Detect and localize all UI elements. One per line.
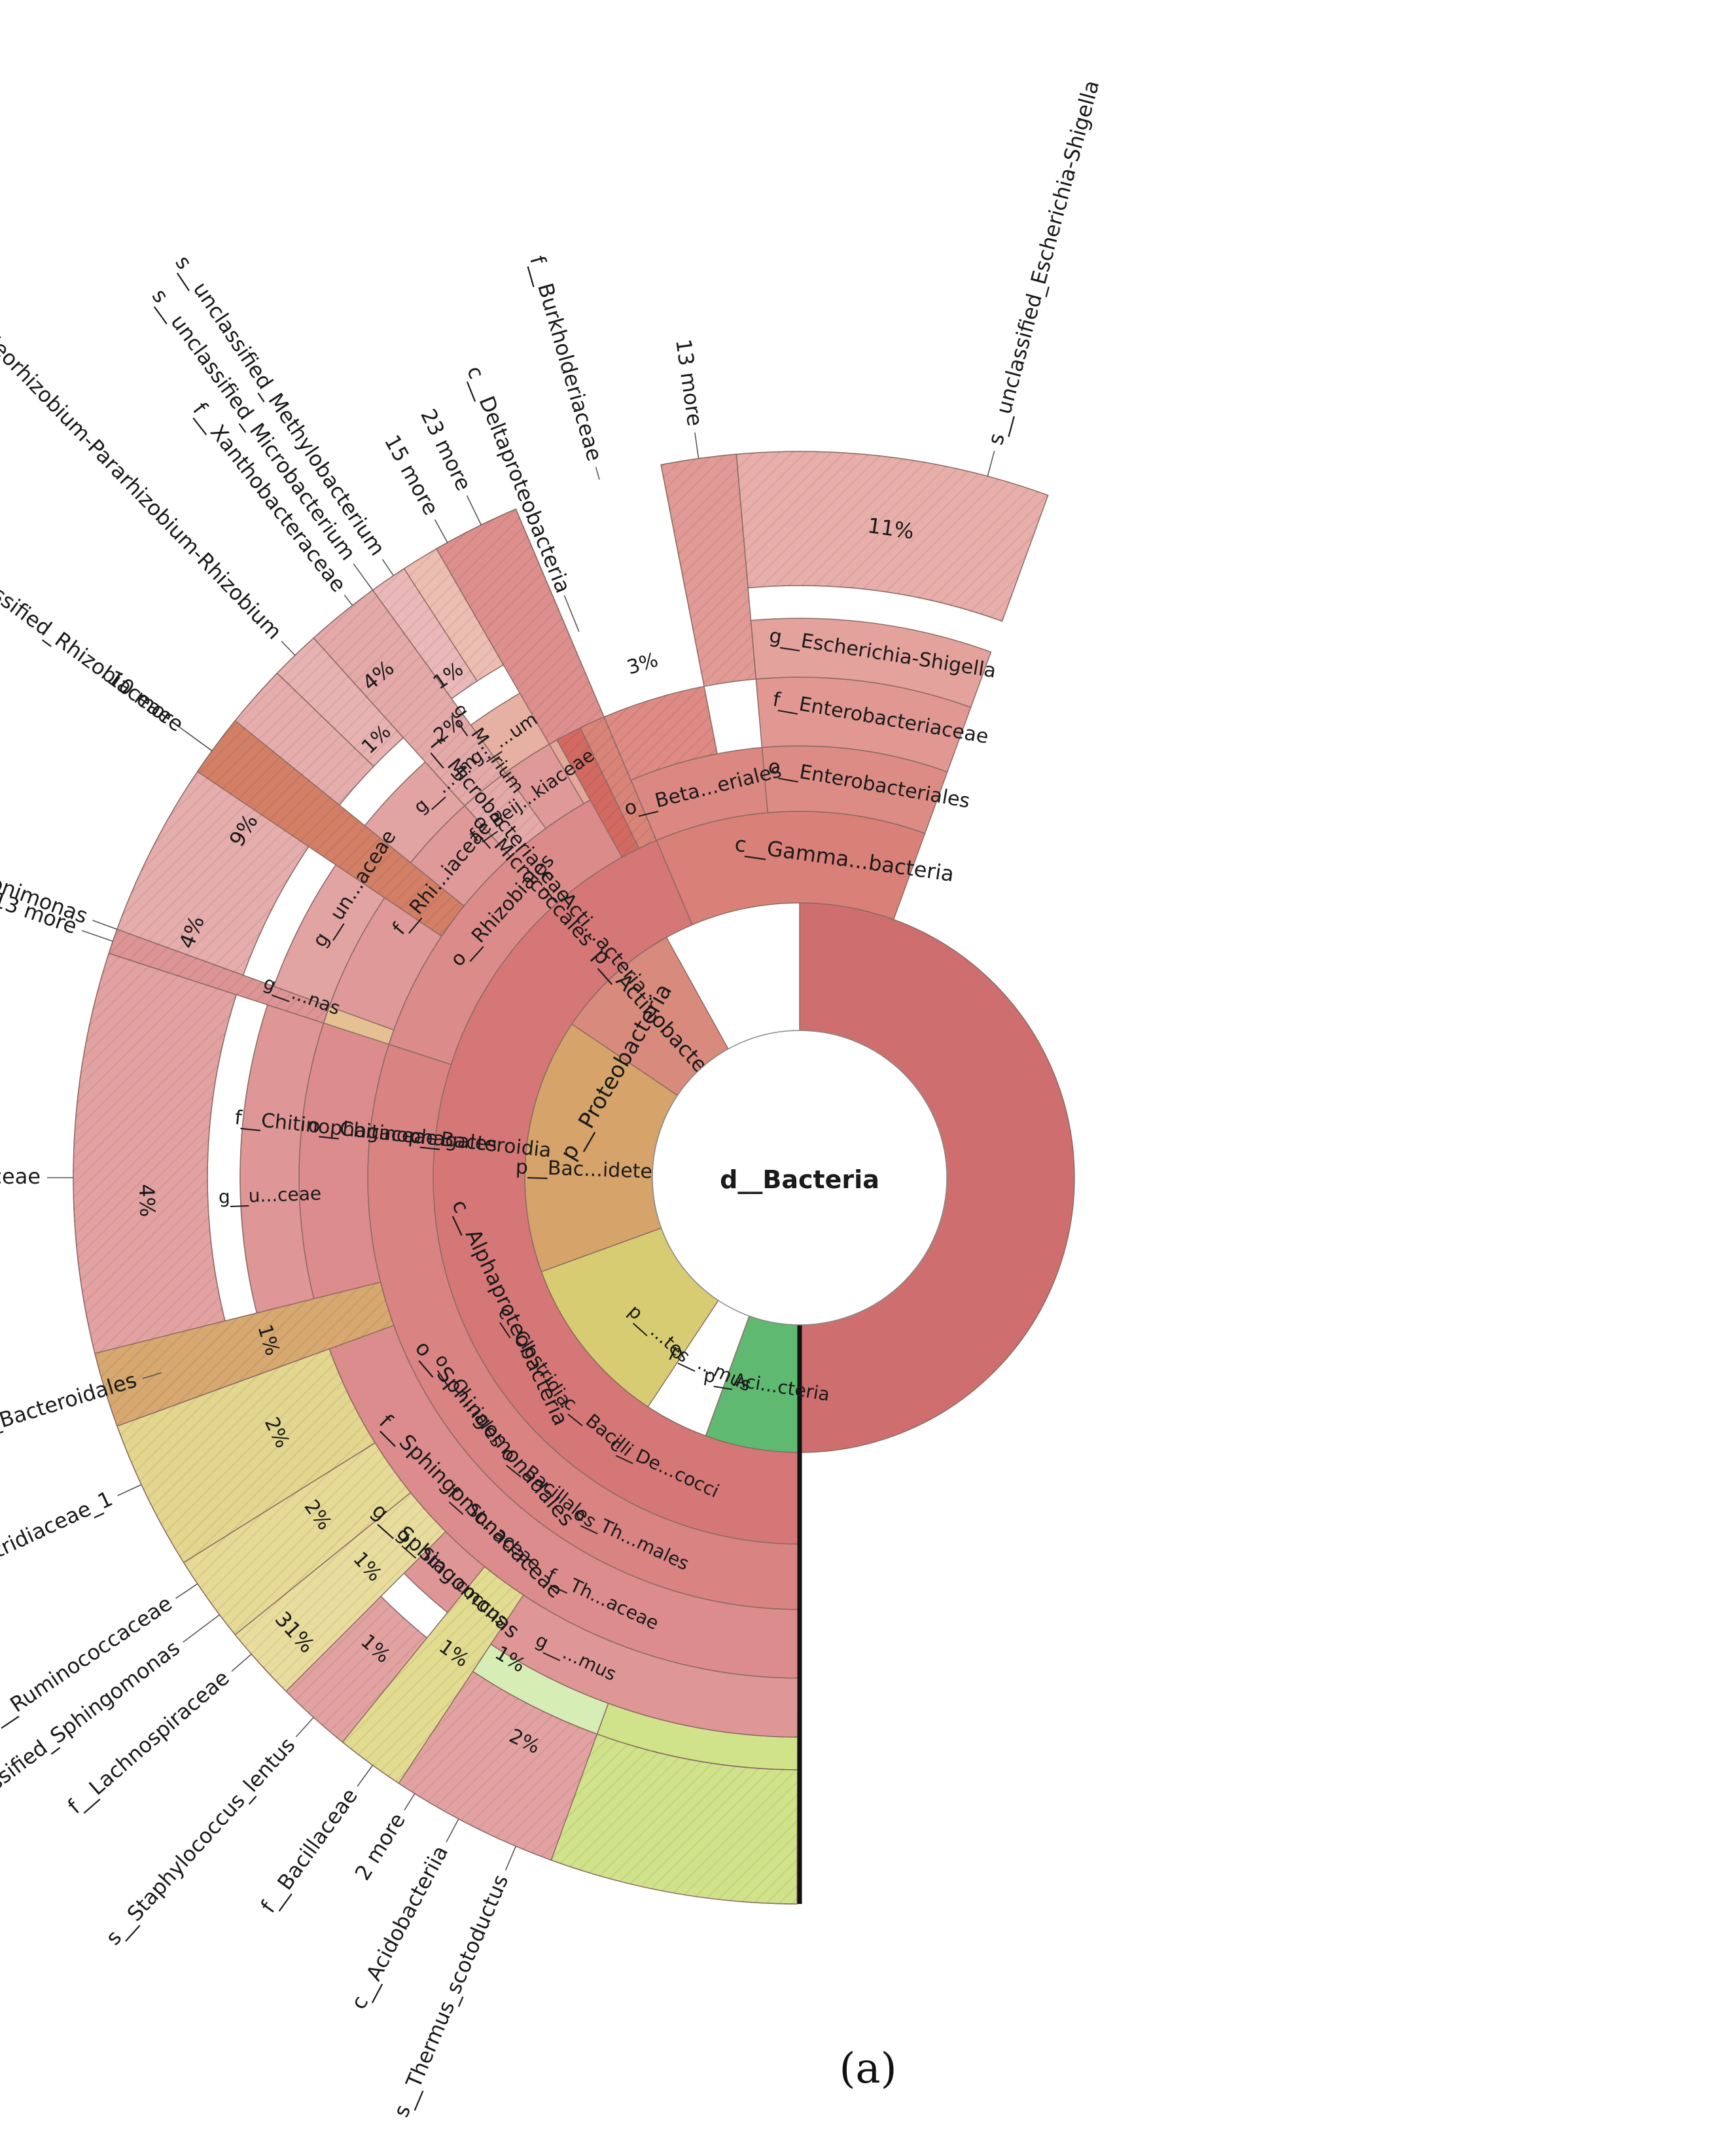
label-clos1: f__Clostridiaceae_1 [0,1486,116,1593]
leader-s_allo [281,641,296,656]
leader-xanth [344,595,353,606]
label-more2: 2 more [350,1808,410,1884]
leader-bcd_o [142,1372,162,1379]
leader-s_sphg [183,1614,220,1643]
leader-more13a [694,432,700,459]
leader-acido [446,1818,459,1842]
label-s_esch: s__unclassified_Escherichia-Shigella [983,78,1105,448]
label-burk_pct: 3% [624,648,661,679]
leader-s_vib [92,919,118,930]
leader-more23 [466,495,482,525]
center-label: d__Bacteria [720,1165,879,1194]
leader-bacil [357,1765,374,1787]
label-s_chit_pct: 4% [134,1184,160,1218]
label-more10: 10 more [103,665,188,737]
label-more13a: 13 more [671,338,707,428]
leader-lach [231,1653,252,1672]
label-s_chit: s__unclassified_Chitinophagaceae [0,1164,41,1189]
label-p_bcdt: p__Bac...idetes [515,1155,663,1184]
leader-thermus_s [505,1846,517,1871]
label-burk: f__Burkholderiaceae [525,253,607,464]
label-g_u: g__u...ceae [218,1183,321,1208]
leader-delta [563,595,580,632]
leader-more2 [404,1793,416,1811]
leader-more13b [81,930,113,942]
leader-more15 [434,519,448,543]
leader-more10 [185,731,213,752]
figure-caption: (a) [839,2045,897,2093]
label-lach: f__Lachnospiraceae [63,1665,234,1818]
center-hole [652,1030,948,1326]
leader-s_esch [987,450,995,477]
leader-s_meth [381,559,394,576]
leader-clos1 [117,1484,142,1496]
leader-rumi [175,1583,198,1599]
leader-staph_s [295,1717,314,1738]
label-bacil: f__Bacillaceae [256,1784,363,1918]
label-leader-lines [47,432,995,1871]
leader-s_micb [353,563,374,591]
leader-burk [595,466,600,480]
